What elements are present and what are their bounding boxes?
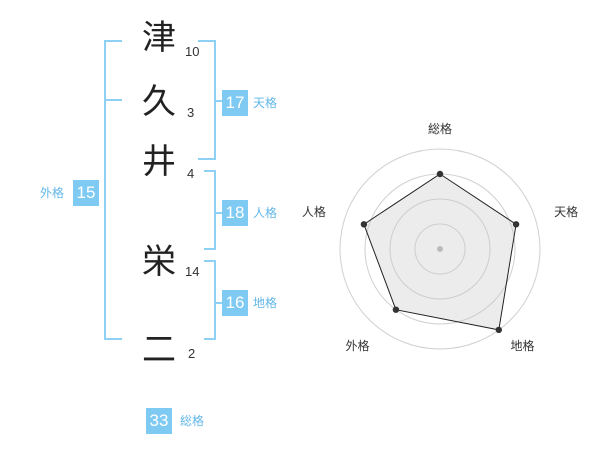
jinkaku-label: 人格 xyxy=(253,206,278,220)
tenkaku-label: 天格 xyxy=(253,96,278,110)
radar-axis-label-2: 天格 xyxy=(554,204,578,219)
chikaku-value: 16 xyxy=(222,290,248,316)
radar-axis-label-4: 外格 xyxy=(345,338,369,353)
radar-ring-2 xyxy=(389,198,491,300)
gaikaku-bracket xyxy=(104,40,122,340)
stroke-count-3: 4 xyxy=(187,166,195,181)
name-char-1: 津 xyxy=(142,18,176,58)
soukaku-label: 総格 xyxy=(180,414,205,428)
name-char-5: 二 xyxy=(142,330,176,370)
gaikaku-value: 15 xyxy=(73,180,99,206)
radar-axis-label-3: 地格 xyxy=(511,338,535,353)
stroke-count-5: 2 xyxy=(188,346,196,361)
gaikaku-bracket-tick xyxy=(104,99,122,101)
jinkaku-bracket xyxy=(204,170,216,250)
jinkaku-bracket-tick xyxy=(214,212,222,214)
name-char-2: 久 xyxy=(142,82,176,122)
radar-axis-label-1: 総格 xyxy=(428,121,452,136)
chikaku-label: 地格 xyxy=(253,296,278,310)
radar-axis-label-5: 人格 xyxy=(302,204,326,219)
radar-point-4 xyxy=(392,306,400,313)
tenkaku-value: 17 xyxy=(222,90,248,116)
name-char-3: 井 xyxy=(142,142,176,182)
gaikaku-label: 外格 xyxy=(40,186,65,200)
name-char-4: 栄 xyxy=(142,242,176,282)
tenkaku-bracket-tick xyxy=(214,100,222,102)
radar-point-1 xyxy=(436,170,444,178)
radar-point-2 xyxy=(512,221,520,228)
stroke-count-4: 14 xyxy=(185,264,200,279)
soukaku-value: 33 xyxy=(146,408,172,434)
jinkaku-value: 18 xyxy=(222,200,248,226)
chikaku-bracket xyxy=(204,260,216,340)
chikaku-bracket-tick xyxy=(214,302,222,304)
radar-center-dot xyxy=(437,246,443,252)
radar-point-5 xyxy=(360,221,368,228)
stroke-count-1: 10 xyxy=(185,44,200,59)
radar-point-3 xyxy=(495,326,502,334)
radar-ring-1 xyxy=(414,223,466,275)
stroke-count-2: 3 xyxy=(187,105,195,120)
